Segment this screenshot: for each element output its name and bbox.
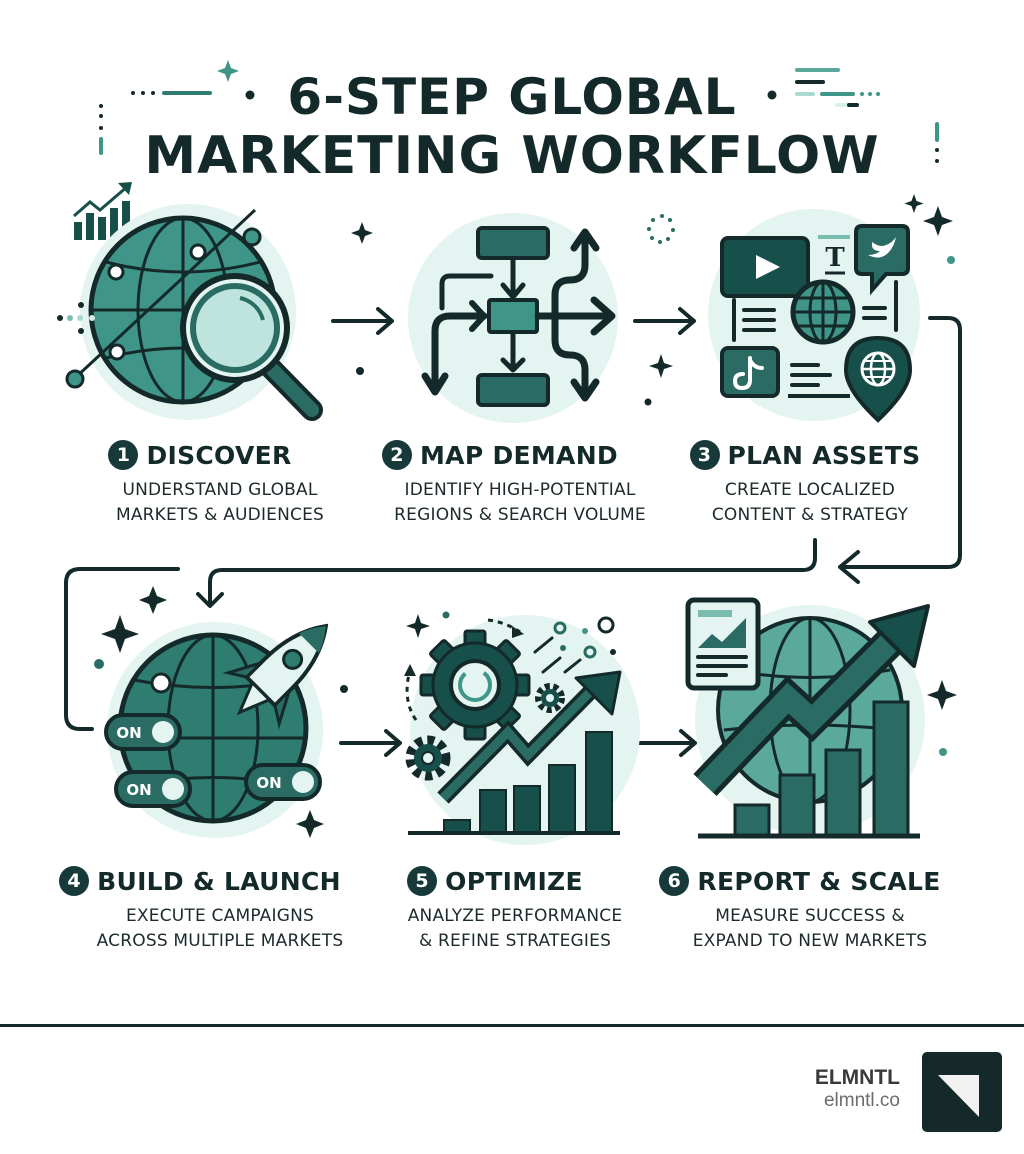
location-pin-globe-icon: [843, 335, 913, 423]
tiktok-icon: [720, 346, 780, 398]
step-number-badge: 1: [108, 440, 139, 470]
step-2-description: IDENTIFY HIGH-POTENTIAL REGIONS & SEARCH…: [394, 480, 646, 525]
footer-divider: [0, 1024, 1024, 1027]
step-6-description: MEASURE SUCCESS & EXPAND TO NEW MARKETS: [692, 906, 928, 951]
step-5-heading: 5 OPTIMIZE: [395, 866, 595, 896]
svg-text:ON: ON: [126, 781, 151, 799]
small-gear-icon: [405, 735, 451, 781]
text-format-icon: T: [825, 243, 845, 273]
title-line-1: 6-STEP GLOBAL: [287, 68, 737, 126]
row-connector: [64, 316, 962, 731]
brand-url: elmntl.co: [823, 1090, 900, 1111]
step-1-heading: 1 DISCOVER: [90, 440, 310, 470]
step-3-heading: 3 PLAN ASSETS: [675, 440, 935, 470]
flowchart-icon: [408, 213, 675, 423]
step-number-badge: 3: [689, 440, 720, 470]
step-number-badge: 5: [407, 866, 438, 896]
step-title: BUILD & LAUNCH: [97, 866, 341, 896]
video-play-icon: [720, 236, 810, 298]
step-title: PLAN ASSETS: [727, 440, 921, 470]
step-5-description: ANALYZE PERFORMANCE & REFINE STRATEGIES: [407, 906, 623, 951]
header-ornaments: [99, 60, 939, 163]
svg-text:ON: ON: [116, 724, 141, 742]
step-title: REPORT & SCALE: [697, 866, 941, 896]
toggle-on-1: ON: [104, 713, 182, 751]
arrow-4-to-5: [339, 729, 402, 757]
loading-dots-icon: [647, 214, 675, 244]
arrow-5-to-6: [634, 729, 697, 757]
report-document-icon: [685, 597, 761, 691]
step-number-badge: 6: [659, 866, 690, 896]
step-number-badge: 4: [59, 866, 90, 896]
step-3-description: CREATE LOCALIZED CONTENT & STRATEGY: [711, 480, 909, 525]
svg-text:ON: ON: [256, 774, 281, 792]
step-6-heading: 6 REPORT & SCALE: [650, 866, 950, 896]
gear-icon: [419, 629, 531, 741]
globe-magnifier-icon: [57, 182, 373, 421]
arrow-1-to-2: [331, 307, 394, 335]
brand-name: ELMNTL: [814, 1066, 900, 1089]
content-assets-icon: T: [708, 194, 955, 423]
step-title: MAP DEMAND: [420, 440, 618, 470]
rocket-globe-icon: ON ON ON: [94, 586, 348, 838]
report-growth-icon: [685, 597, 957, 839]
rocket-icon: [222, 623, 329, 730]
toggle-on-3: ON: [244, 763, 322, 801]
arrow-2-to-3: [633, 307, 696, 335]
toggle-on-2: ON: [114, 770, 192, 808]
mini-chart-icon: [73, 182, 132, 240]
brand-logo: [922, 1052, 1002, 1132]
small-gear-icon: [535, 683, 565, 713]
step-4-heading: 4 BUILD & LAUNCH: [50, 866, 350, 896]
step-2-heading: 2 MAP DEMAND: [370, 440, 630, 470]
twitter-bubble-icon: [854, 224, 910, 296]
step-1-description: UNDERSTAND GLOBAL MARKETS & AUDIENCES: [115, 480, 325, 525]
step-title: DISCOVER: [146, 440, 292, 470]
step-4-description: EXECUTE CAMPAIGNS ACROSS MULTIPLE MARKET…: [96, 906, 344, 951]
logo-triangle-icon: [938, 1075, 979, 1117]
gears-growth-icon: [404, 611, 640, 845]
step-title: OPTIMIZE: [445, 866, 583, 896]
title-line-2: MARKETING WORKFLOW: [144, 126, 880, 186]
globe-icon: [790, 279, 856, 345]
step-number-badge: 2: [382, 440, 412, 470]
